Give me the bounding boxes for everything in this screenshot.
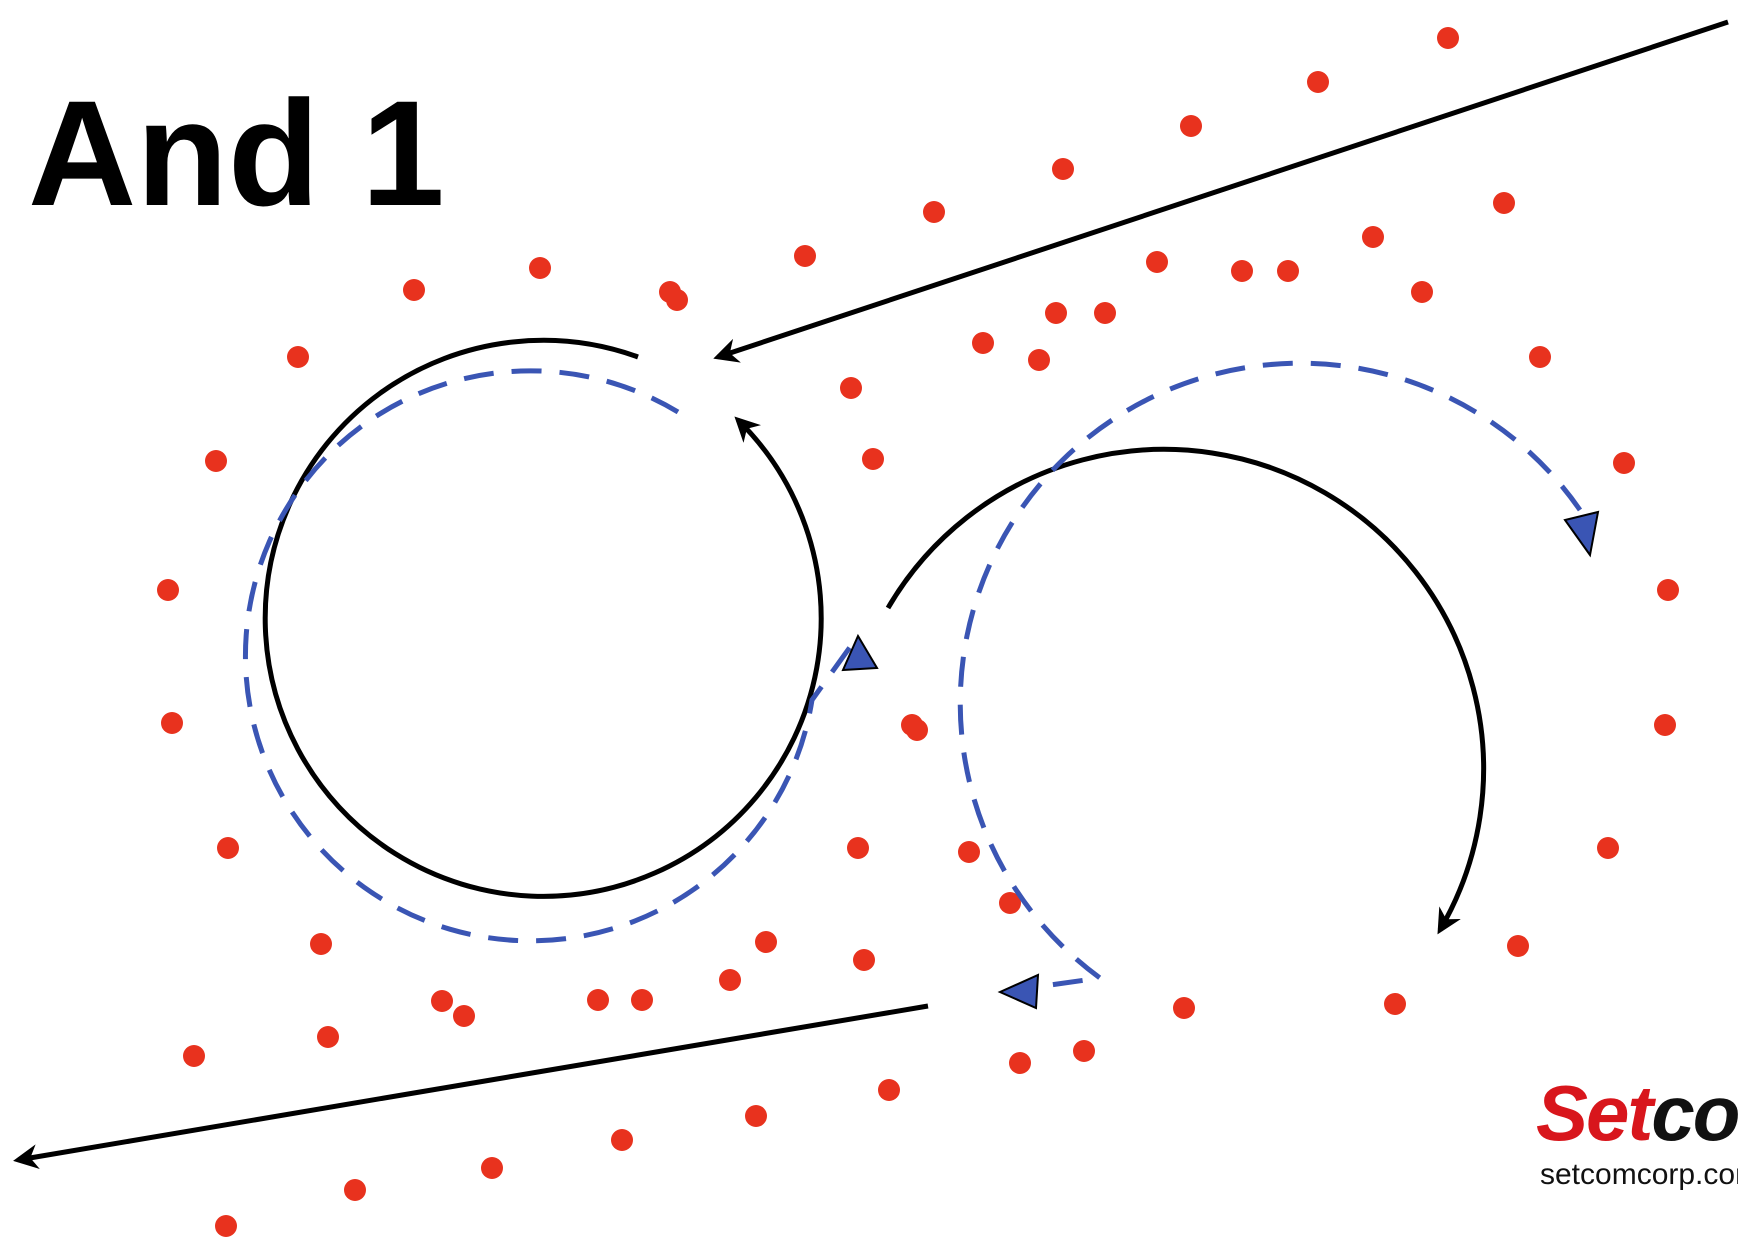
- red-dot-icon: [1597, 837, 1619, 859]
- arrowhead-icon: [997, 973, 1040, 1010]
- red-dot-icon: [1094, 302, 1116, 324]
- red-dot-icon: [1657, 579, 1679, 601]
- red-dot-icon: [1384, 993, 1406, 1015]
- red-dot-icon: [205, 450, 227, 472]
- red-dot-icon: [719, 969, 741, 991]
- red-dot-icon: [972, 332, 994, 354]
- red-dot-icon: [1493, 192, 1515, 214]
- red-dot-icon: [631, 989, 653, 1011]
- red-dot-icon: [1654, 714, 1676, 736]
- logo-brand-part1: Set: [1536, 1069, 1656, 1157]
- red-dot-icon: [666, 289, 688, 311]
- red-dot-icon: [403, 279, 425, 301]
- red-dot-icon: [1173, 997, 1195, 1019]
- red-dot-icon: [611, 1129, 633, 1151]
- outgoing-arrow: [13, 1003, 929, 1169]
- red-dot-icon: [840, 377, 862, 399]
- logo-brand-part2: com: [1651, 1069, 1738, 1157]
- red-dot-icon: [1411, 281, 1433, 303]
- red-dot-icon: [1073, 1040, 1095, 1062]
- arrowhead-icon: [1563, 510, 1600, 558]
- red-dot-icon: [1507, 935, 1529, 957]
- svg-text:Setcom: Setcom: [1536, 1069, 1738, 1157]
- dots-group: [157, 27, 1679, 1237]
- red-dot-icon: [287, 346, 309, 368]
- red-dot-icon: [1028, 349, 1050, 371]
- red-dot-icon: [878, 1079, 900, 1101]
- arrowhead-icon: [841, 633, 879, 672]
- red-dot-icon: [862, 448, 884, 470]
- red-dot-icon: [1307, 71, 1329, 93]
- red-dot-icon: [1009, 1052, 1031, 1074]
- left-solid-loop: [262, 337, 824, 899]
- red-dot-icon: [999, 892, 1021, 914]
- red-dot-icon: [215, 1215, 237, 1237]
- right-solid-loop: [885, 447, 1486, 935]
- logo-url: setcomcorp.com: [1540, 1158, 1738, 1191]
- red-dot-icon: [853, 949, 875, 971]
- red-dot-icon: [161, 712, 183, 734]
- setcom-logo: Setcom setcomcorp.com: [1536, 1069, 1738, 1191]
- red-dot-icon: [1045, 302, 1067, 324]
- dashed-paths: [242, 360, 1583, 995]
- red-dot-icon: [1146, 251, 1168, 273]
- red-dot-icon: [1180, 115, 1202, 137]
- red-dot-icon: [755, 931, 777, 953]
- red-dot-icon: [1437, 27, 1459, 49]
- red-dot-icon: [1277, 260, 1299, 282]
- red-dot-icon: [745, 1105, 767, 1127]
- solid-paths: [13, 19, 1729, 1169]
- red-dot-icon: [453, 1005, 475, 1027]
- red-dot-icon: [958, 841, 980, 863]
- red-dot-icon: [317, 1026, 339, 1048]
- red-dot-icon: [1529, 346, 1551, 368]
- right-dashed-loop: [957, 360, 1583, 995]
- red-dot-icon: [587, 989, 609, 1011]
- incoming-arrow: [713, 19, 1729, 363]
- red-dot-icon: [1613, 452, 1635, 474]
- red-dot-icon: [217, 837, 239, 859]
- red-dot-icon: [481, 1157, 503, 1179]
- red-dot-icon: [1231, 260, 1253, 282]
- red-dot-icon: [310, 933, 332, 955]
- red-dot-icon: [157, 579, 179, 601]
- dashed-arrowheads: [841, 510, 1600, 1010]
- red-dot-icon: [923, 201, 945, 223]
- red-dot-icon: [431, 990, 453, 1012]
- red-dot-icon: [344, 1179, 366, 1201]
- red-dot-icon: [794, 245, 816, 267]
- red-dot-icon: [1362, 226, 1384, 248]
- left-dashed-loop: [242, 368, 861, 944]
- red-dot-icon: [906, 719, 928, 741]
- red-dot-icon: [1052, 158, 1074, 180]
- red-dot-icon: [529, 257, 551, 279]
- red-dot-icon: [183, 1045, 205, 1067]
- red-dot-icon: [847, 837, 869, 859]
- diagram-title: And 1: [28, 69, 445, 237]
